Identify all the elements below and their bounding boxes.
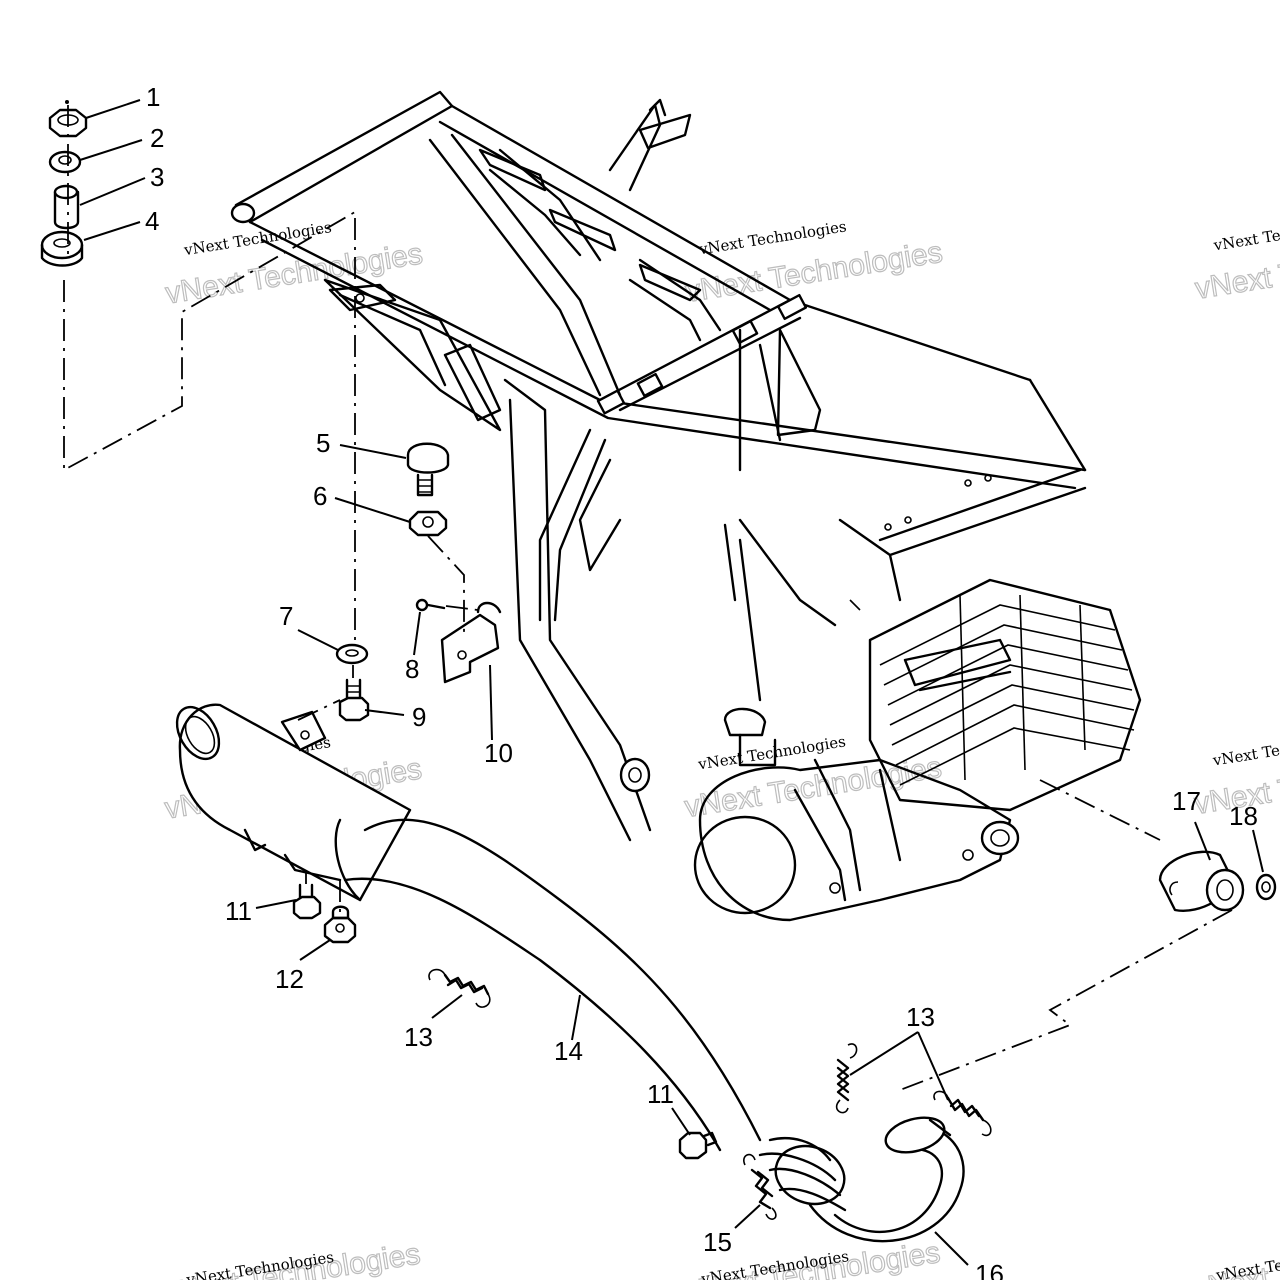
callout-2: 2 [150,123,164,153]
screw-8 [415,598,446,612]
bolt-11-exhaust [678,1131,718,1160]
vehicle-frame [230,90,1087,842]
callout-16: 16 [975,1259,1004,1280]
bolt-9 [338,678,370,722]
callout-18: 18 [1229,801,1258,831]
nut-12 [323,905,357,944]
nut-6 [408,510,448,537]
svg-text:vNext Technologies: vNext Technologies [697,217,848,258]
watermark-bottom-left: vNext Technologies vNext Technologies [160,1237,423,1280]
header-pipe [808,1116,965,1243]
svg-text:vNext Technologies: vNext Technologies [1214,1243,1280,1280]
bracket-10 [440,601,502,684]
engine-assembly [693,518,1142,922]
callout-13-right: 13 [906,1002,935,1032]
watermark-top-center: vNext Technologies vNext Technologies [683,217,946,309]
callout-4: 4 [145,206,159,236]
callout-10: 10 [484,738,513,768]
callout-13-left: 13 [404,1022,433,1052]
callout-6: 6 [313,481,327,511]
callout-14: 14 [554,1036,583,1066]
spring-13-lower-right [933,1090,992,1137]
callout-15: 15 [703,1227,732,1257]
callout-1: 1 [146,82,160,112]
callout-5: 5 [316,428,330,458]
callout-7: 7 [279,601,293,631]
callout-11-exhaust: 11 [647,1079,674,1109]
callout-8: 8 [405,654,419,684]
exhaust-pipe [343,818,847,1212]
callout-12: 12 [275,964,304,994]
watermark-bottom-right: vNext Technologies vNext Technologies [1190,1232,1280,1280]
muffler-assembly [175,703,412,902]
watermark-mid-center: vNext Technologies vNext Technologies [682,732,945,824]
exhaust-flange [1158,850,1245,912]
callout-17: 17 [1172,786,1201,816]
callout-11-muffler: 11 [225,896,252,926]
watermark-top-left: vNext Technologies vNext Technologies [163,218,426,311]
callout-9: 9 [412,702,426,732]
callout-labels: 1 2 3 4 5 6 7 8 9 10 11 12 13 14 11 13 1… [145,82,1258,1280]
leader-lines [79,99,1264,1266]
callout-3: 3 [150,162,164,192]
hardware-stack-1-4 [40,100,88,267]
spring-13-left [428,968,491,1008]
bolt-5 [406,442,450,497]
spring-13-upper-right [835,1043,858,1114]
exhaust-gasket [1255,873,1277,901]
bolt-11-muffler [292,883,322,920]
assembly-centerlines [63,105,1233,1091]
washer-7 [335,643,369,665]
svg-text:vNext Technologies: vNext Technologies [1211,213,1280,254]
svg-text:vNext Technologies: vNext Technologies [1211,728,1280,769]
watermark-top-right: vNext Technologies vNext Technologies [1192,213,1280,306]
spring-15 [743,1153,777,1220]
